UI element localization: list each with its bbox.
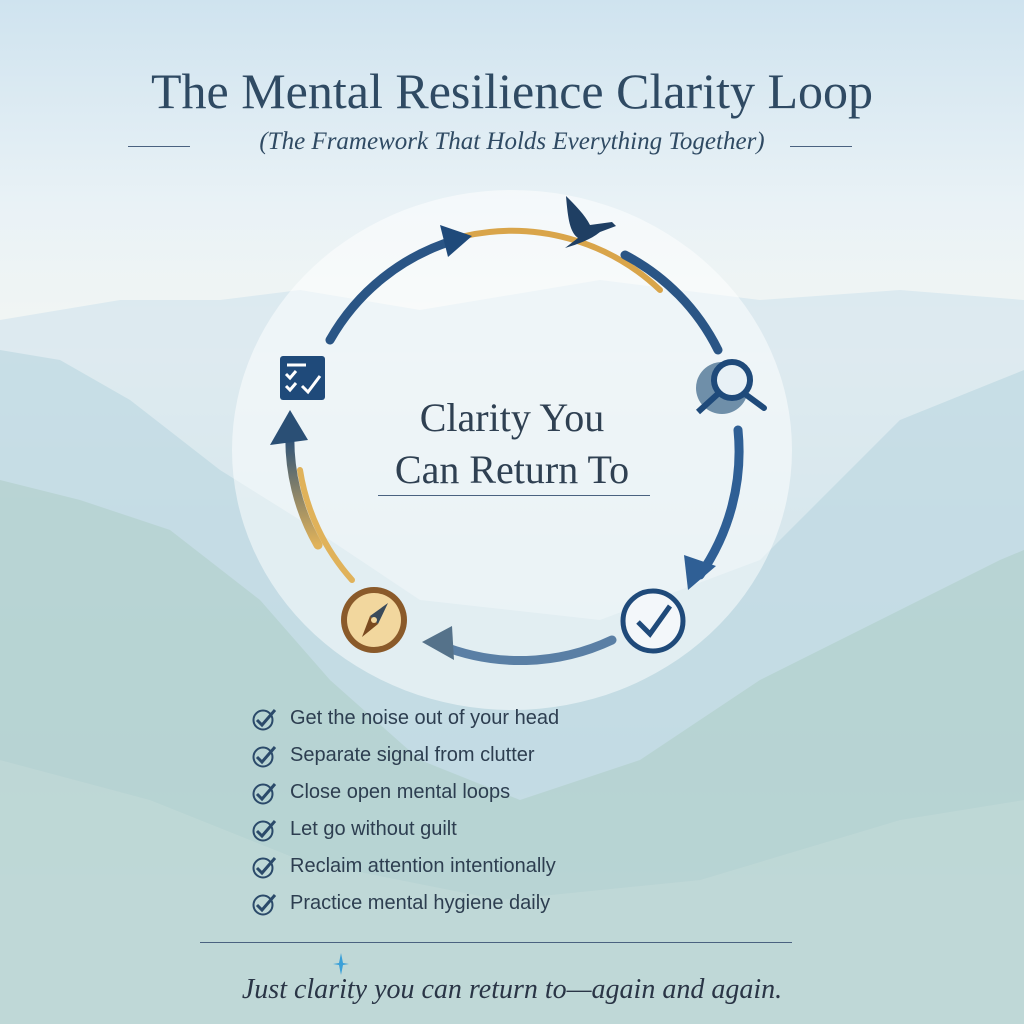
check-circle-icon xyxy=(252,856,277,878)
list-item-text: Close open mental loops xyxy=(290,781,511,803)
subtitle: (The Framework That Holds Everything Tog… xyxy=(259,128,765,155)
footer-rule xyxy=(200,942,792,943)
footer-tagline: Just clarity you can return to—again and… xyxy=(241,974,783,1005)
clock-check-icon xyxy=(620,588,686,654)
list-item-text: Practice mental hygiene daily xyxy=(290,892,551,914)
checklist-icon xyxy=(280,356,325,400)
list-item: Reclaim attention intentionally xyxy=(252,848,559,885)
list-item: Close open mental loops xyxy=(252,774,559,811)
dove-icon xyxy=(565,196,616,248)
arrowhead-right xyxy=(684,555,716,590)
list-item: Let go without guilt xyxy=(252,811,559,848)
center-statement: Clarity You Can Return To xyxy=(362,392,662,496)
loop-arrows xyxy=(285,227,744,666)
list-item: Get the noise out of your head xyxy=(252,700,559,737)
list-item: Separate signal from clutter xyxy=(252,737,559,774)
subtitle-rule-right xyxy=(790,146,852,147)
list-item-text: Reclaim attention intentionally xyxy=(290,855,556,877)
subtitle-rule-left xyxy=(128,146,190,147)
list-item-text: Separate signal from clutter xyxy=(290,744,535,766)
arrowhead-bottom xyxy=(422,626,454,660)
arrow-right xyxy=(695,425,744,580)
check-circle-icon xyxy=(252,819,277,841)
center-line-1: Clarity You xyxy=(419,395,605,440)
center-line-2: Can Return To xyxy=(394,447,630,492)
magnifier-icon xyxy=(695,359,767,415)
list-item-text: Let go without guilt xyxy=(290,818,457,840)
compass-icon xyxy=(341,587,407,653)
arrow-bottom xyxy=(435,635,617,666)
checklist: Get the noise out of your head Separate … xyxy=(252,700,559,922)
check-circle-icon xyxy=(252,893,277,915)
check-circle-icon xyxy=(252,782,277,804)
check-circle-icon xyxy=(252,708,277,730)
list-item-text: Get the noise out of your head xyxy=(290,707,560,729)
page-title: The Mental Resilience Clarity Loop xyxy=(150,63,874,119)
list-item: Practice mental hygiene daily xyxy=(252,885,559,922)
check-circle-icon xyxy=(252,745,277,767)
arrowhead-top xyxy=(440,225,472,257)
arc-right-top xyxy=(620,250,723,355)
arc-left-gold xyxy=(297,467,355,583)
arrow-top-left xyxy=(325,235,460,345)
arc-top xyxy=(462,227,663,293)
arrowhead-left xyxy=(270,410,308,445)
sparkle-icon xyxy=(333,953,349,975)
center-rule xyxy=(378,495,650,496)
